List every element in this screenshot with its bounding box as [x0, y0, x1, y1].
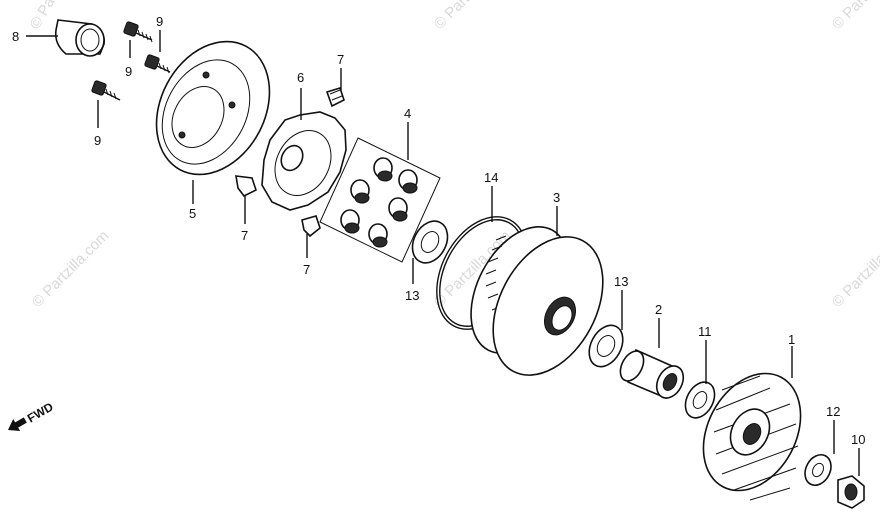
callout-13-b: 13	[614, 274, 628, 289]
part-8-collar[interactable]	[54, 19, 106, 57]
callout-4: 4	[404, 106, 411, 121]
clip-7-left[interactable]	[235, 175, 257, 198]
callout-labels: 8 9 9 9 5 6 7 7 7 4 13 14 3 13 2 11 1 12…	[12, 14, 865, 447]
clip-7-right[interactable]	[301, 215, 321, 238]
part-12-washer[interactable]	[800, 450, 836, 490]
callout-5: 5	[189, 206, 196, 221]
bolt-9-mid[interactable]	[144, 54, 171, 74]
watermark-top-center: © Partzilla.com	[431, 0, 514, 33]
clip-7-top[interactable]	[325, 87, 345, 108]
callout-8: 8	[12, 29, 19, 44]
leader-lines	[26, 30, 860, 476]
part-13-washer-left[interactable]	[406, 215, 455, 269]
callout-7-c: 7	[303, 262, 310, 277]
callout-10: 10	[851, 432, 865, 447]
watermark-top-right: © Partzilla.com	[829, 0, 880, 33]
callout-7-b: 7	[241, 228, 248, 243]
bolt-9-top[interactable]	[123, 21, 153, 43]
part-4-roller-set[interactable]	[319, 137, 441, 263]
fwd-direction-indicator: FWD	[8, 399, 56, 432]
part-13-washer-right[interactable]	[582, 320, 629, 373]
part-5-face-plate[interactable]	[134, 22, 292, 194]
callout-11: 11	[698, 324, 712, 339]
part-1-fan[interactable]	[684, 357, 820, 508]
part-10-nut[interactable]	[837, 475, 865, 509]
bolt-9-lower[interactable]	[91, 80, 121, 101]
watermark-corner: © Pa	[27, 0, 59, 32]
watermark-left: © Partzilla.com	[29, 227, 112, 310]
part-3-pulley[interactable]	[451, 210, 625, 394]
callout-13-a: 13	[405, 288, 419, 303]
callout-12: 12	[826, 404, 840, 419]
part-6-ramp-plate[interactable]	[261, 111, 347, 211]
callout-3: 3	[553, 190, 560, 205]
callout-9-c: 9	[94, 133, 101, 148]
callout-1: 1	[788, 332, 795, 347]
watermarks: © Pa © Partzilla.com © Partzilla.com © P…	[27, 0, 880, 311]
callout-9-b: 9	[156, 14, 163, 29]
part-11-washer[interactable]	[680, 377, 721, 423]
part-2-collar[interactable]	[616, 347, 689, 402]
watermark-right: © Partzilla.com	[829, 227, 880, 310]
callout-9-a: 9	[125, 64, 132, 79]
callout-2: 2	[655, 302, 662, 317]
callout-6: 6	[297, 70, 304, 85]
callout-14: 14	[484, 170, 498, 185]
callout-7-a: 7	[337, 52, 344, 67]
fwd-label: FWD	[25, 399, 56, 425]
fwd-arrow-icon	[8, 417, 27, 432]
